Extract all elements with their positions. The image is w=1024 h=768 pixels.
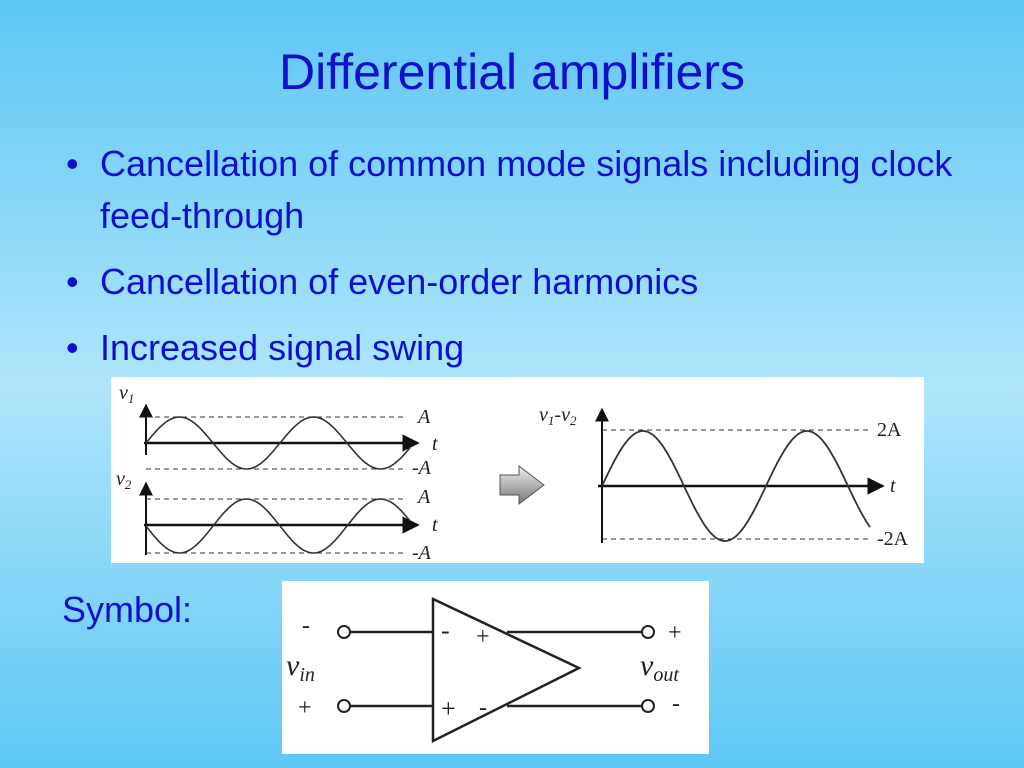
input-plus-terminal-icon <box>337 699 351 713</box>
bullet-item: • Increased signal swing <box>66 322 966 374</box>
bullet-item: • Cancellation of common mode signals in… <box>66 138 966 242</box>
inner-output-plus-label: + <box>476 624 490 650</box>
symbol-label: Symbol: <box>62 589 193 630</box>
bullet-text: Cancellation of even-order harmonics <box>100 261 699 302</box>
v1-waveform <box>145 416 411 470</box>
inner-input-minus-label: - <box>441 616 450 645</box>
bullet-marker: • <box>66 327 79 368</box>
right-arrow-icon <box>499 464 545 506</box>
symbol-panel: - + vin - + + - + - vout <box>282 581 709 754</box>
diff-time-label: t <box>890 475 896 497</box>
waveform-panel: v1 A -A t v2 A -A t v1-v2 2A <box>111 377 924 564</box>
v2-label: v2 <box>116 468 132 492</box>
slide-title: Differential amplifiers <box>279 44 745 100</box>
v2-time-label: t <box>432 514 438 536</box>
input-minus-terminal-icon <box>337 625 351 639</box>
v1-amp-label: A <box>416 406 431 428</box>
bullet-item: • Cancellation of even-order harmonics <box>66 256 966 308</box>
amplifier-triangle-icon <box>431 597 582 744</box>
bullet-marker: • <box>66 143 79 184</box>
output-minus-terminal-icon <box>641 699 655 713</box>
input-minus-label: - <box>302 613 310 639</box>
output-minus-label: - <box>672 691 680 717</box>
v2-neg-amp-label: -A <box>412 542 432 563</box>
output-plus-terminal-icon <box>641 625 655 639</box>
v1-time-label: t <box>432 433 438 455</box>
diff-plot: v1-v2 2A -2A t <box>539 404 909 550</box>
v1-label: v1 <box>119 382 134 406</box>
inner-input-plus-label: + <box>441 694 456 723</box>
diff-waveform <box>601 430 871 542</box>
v2-plot: v2 A -A t <box>116 468 438 564</box>
input-plus-label: + <box>298 695 312 721</box>
bullet-marker: • <box>66 261 79 302</box>
bullet-text: Cancellation of common mode signals incl… <box>100 143 953 236</box>
v2-amp-label: A <box>416 486 431 508</box>
bullet-list: • Cancellation of common mode signals in… <box>66 138 966 388</box>
diff-amp-symbol: - + vin - + + - + - vout <box>286 597 682 744</box>
v1-neg-amp-label: -A <box>412 457 432 479</box>
v2-waveform <box>145 498 411 554</box>
vin-label: vin <box>286 649 315 686</box>
diff-neg-amp-label: -2A <box>877 528 909 550</box>
diff-amp-label: 2A <box>877 419 902 441</box>
waveform-diagram: v1 A -A t v2 A -A t v1-v2 2A <box>116 382 909 564</box>
diff-label: v1-v2 <box>539 404 577 428</box>
bullet-text: Increased signal swing <box>100 327 465 368</box>
v1-plot: v1 A -A t <box>119 382 438 479</box>
inner-output-minus-label: - <box>479 695 487 721</box>
output-plus-label: + <box>668 620 682 646</box>
vout-label: vout <box>640 649 679 686</box>
